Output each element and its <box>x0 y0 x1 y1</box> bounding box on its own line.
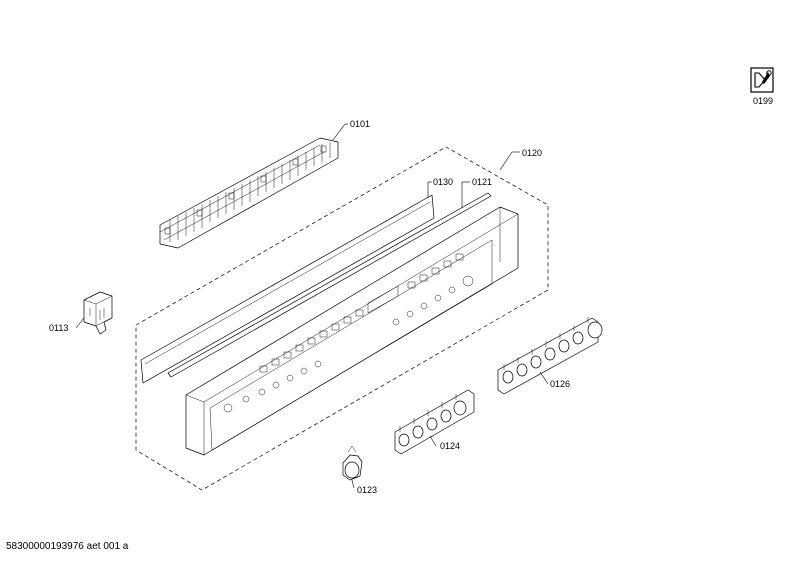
label-0121: 0121 <box>472 177 492 187</box>
knob-set-0126 <box>497 317 603 395</box>
control-panel-fascia <box>185 206 519 456</box>
knob-set-0124 <box>394 389 475 455</box>
assembly-outline-0120 <box>135 146 549 491</box>
connector-bracket-0101 <box>159 137 339 249</box>
front-strip-0130 <box>140 194 435 384</box>
label-0124: 0124 <box>440 441 460 451</box>
service-wrench-icon <box>750 67 774 93</box>
document-code: 58300000193976 aet 001 a <box>6 541 129 552</box>
label-0120: 0120 <box>522 148 542 158</box>
seal-strip-0121 <box>167 192 492 378</box>
label-0113: 0113 <box>49 323 68 333</box>
label-0199: 0199 <box>753 96 773 106</box>
clip-0113 <box>83 291 113 335</box>
label-0130: 0130 <box>433 177 453 187</box>
label-0126: 0126 <box>550 379 570 389</box>
label-0123: 0123 <box>357 485 377 495</box>
label-0101: 0101 <box>350 119 370 129</box>
single-knob-0123 <box>342 445 363 481</box>
